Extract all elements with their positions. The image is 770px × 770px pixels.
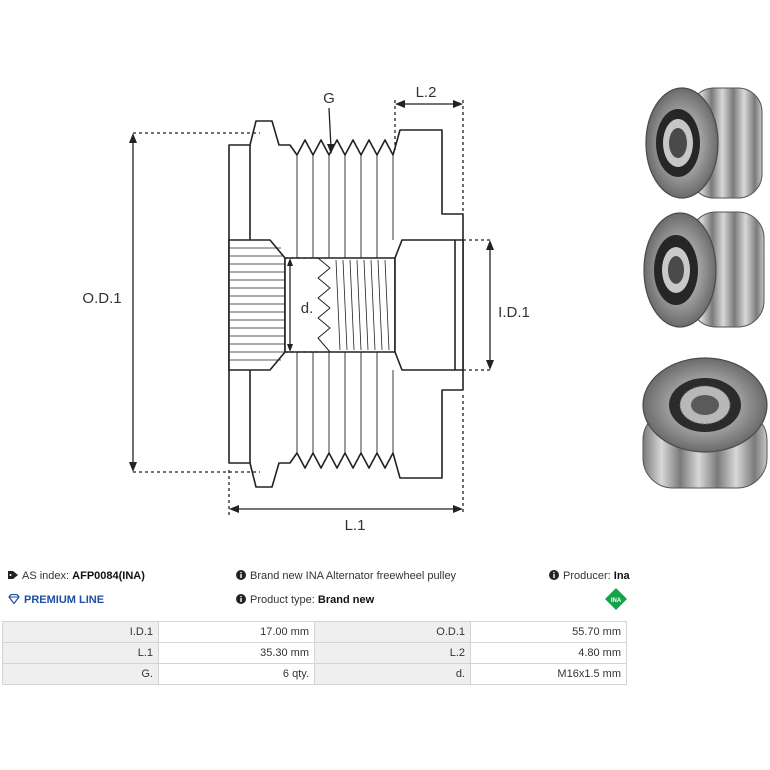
table-row: L.1 35.30 mm L.2 4.80 mm	[2, 642, 627, 664]
spec-value: 35.30 mm	[158, 642, 315, 664]
as-index: AS index: AFP0084(INA)	[8, 569, 145, 583]
ina-logo: INA	[605, 588, 627, 610]
pulley-photo-back	[642, 357, 768, 489]
diamond-icon	[8, 594, 20, 604]
spec-value: M16x1.5 mm	[470, 663, 627, 685]
label-od1: O.D.1	[82, 290, 121, 307]
spec-label: L.2	[314, 642, 471, 664]
product-type-label: Product type:	[250, 594, 315, 606]
producer: Producer: Ina	[549, 569, 630, 583]
table-row: I.D.1 17.00 mm O.D.1 55.70 mm	[2, 621, 627, 643]
label-d: d.	[301, 300, 314, 317]
label-g: G	[323, 90, 335, 107]
label-id1: I.D.1	[498, 304, 530, 321]
as-index-value: AFP0084(INA)	[72, 570, 145, 582]
as-index-label: AS index:	[22, 570, 70, 582]
pulley-photo-angled	[643, 211, 765, 328]
premium-line-label: PREMIUM LINE	[24, 594, 105, 606]
tag-icon	[8, 571, 18, 579]
ina-logo-text: INA	[611, 598, 622, 604]
spec-label: G.	[2, 663, 159, 685]
spec-value: 6 qty.	[158, 663, 315, 685]
label-l1: L.1	[345, 517, 366, 534]
producer-label: Producer:	[563, 570, 611, 582]
producer-value: Ina	[613, 570, 630, 582]
premium-line: PREMIUM LINE	[8, 593, 104, 607]
spec-label: d.	[314, 663, 471, 685]
info-icon	[549, 570, 559, 580]
spec-label: O.D.1	[314, 621, 471, 643]
spec-value: 55.70 mm	[470, 621, 627, 643]
info-icon	[236, 594, 246, 604]
info-icon	[236, 570, 246, 580]
spec-value: 17.00 mm	[158, 621, 315, 643]
technical-drawing: G L.2 O.D.1 I.D.1 d. L.1	[82, 84, 768, 534]
spec-label: L.1	[2, 642, 159, 664]
label-l2: L.2	[416, 84, 437, 101]
product-type: Product type: Brand new	[236, 593, 374, 607]
description: Brand new INA Alternator freewheel pulle…	[236, 569, 456, 583]
spec-value: 4.80 mm	[470, 642, 627, 664]
specs-table: I.D.1 17.00 mm O.D.1 55.70 mm L.1 35.30 …	[2, 621, 627, 685]
description-text: Brand new INA Alternator freewheel pulle…	[250, 570, 457, 582]
product-type-value: Brand new	[317, 594, 375, 606]
spec-label: I.D.1	[2, 621, 159, 643]
table-row: G. 6 qty. d. M16x1.5 mm	[2, 663, 627, 685]
pulley-photo-front	[645, 87, 763, 199]
